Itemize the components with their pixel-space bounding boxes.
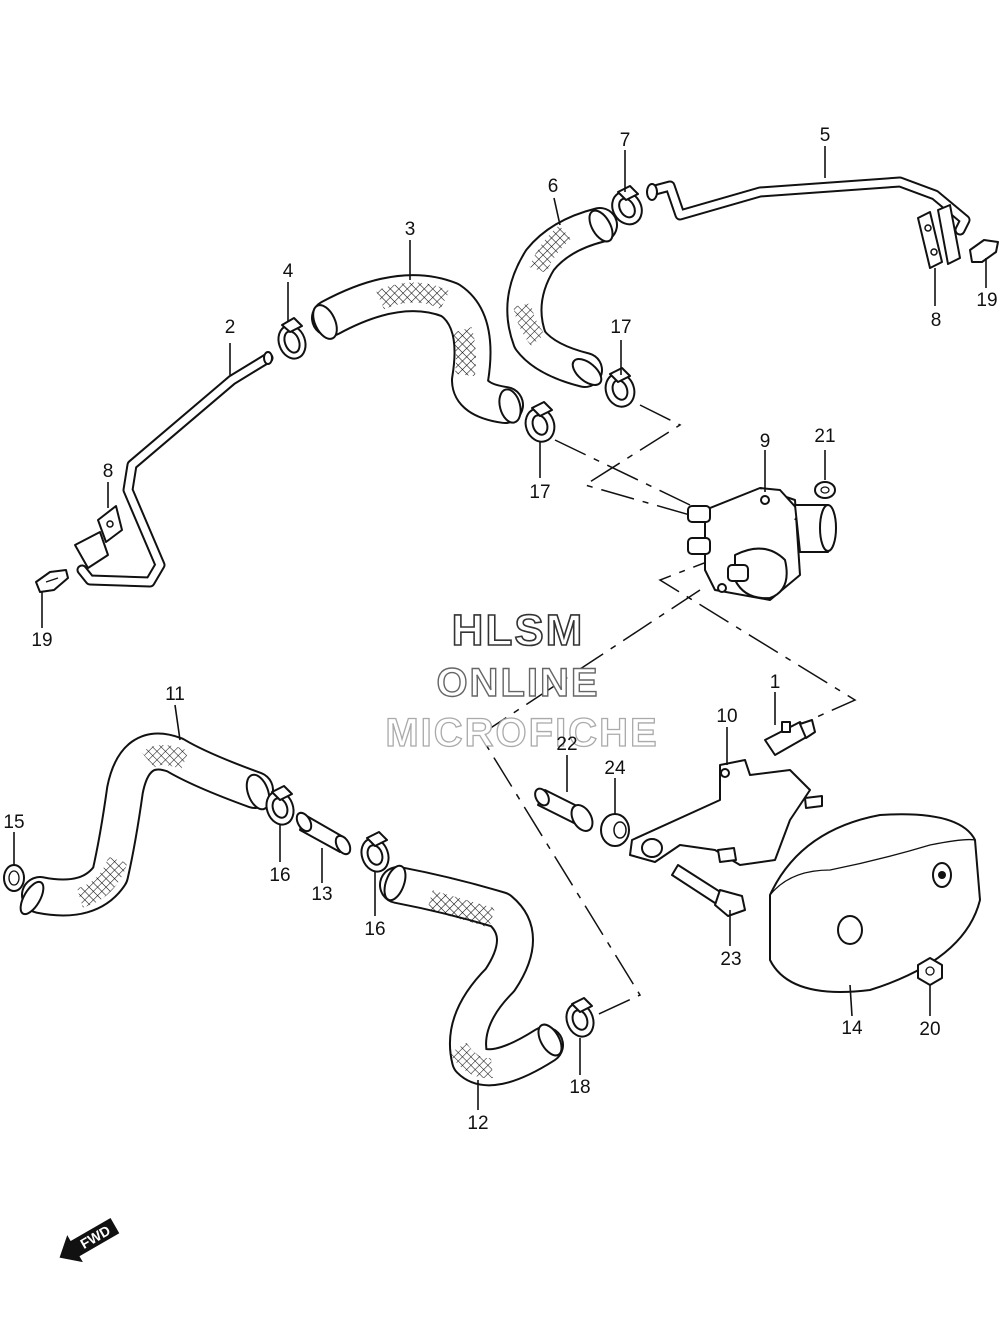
part-8-bracket-right (917, 211, 943, 269)
watermark-line-2: ONLINE (436, 661, 599, 705)
callout-3: 3 (405, 219, 416, 240)
callout-8-right: 8 (931, 310, 942, 331)
watermark-line-1: HLSM (452, 606, 585, 655)
part-16-clamp-right (360, 831, 390, 873)
part-22-collar (534, 787, 594, 832)
part-18-clamp (565, 997, 595, 1038)
callout-24: 24 (604, 758, 626, 779)
part-2-pipe (74, 351, 274, 588)
part-6-hose (506, 207, 618, 388)
part-12-hose (379, 864, 564, 1087)
part-11-hose (19, 732, 274, 917)
callout-5: 5 (820, 125, 831, 146)
part-19-bolt-right (969, 239, 999, 263)
part-15-ring (3, 864, 25, 892)
part-9-valve (687, 487, 837, 601)
part-21-washer (814, 481, 836, 499)
leader-lines (13, 146, 987, 1110)
connection-lines (478, 404, 857, 1019)
part-13-joint (295, 811, 352, 856)
callout-1: 1 (770, 672, 781, 693)
callout-18: 18 (569, 1077, 590, 1098)
callouts: 2 3 4 5 6 7 8 19 8 19 17 17 9 21 11 1 10… (3, 125, 997, 1134)
callout-4: 4 (283, 261, 294, 282)
part-24-grommet (600, 813, 630, 847)
callout-16-right: 16 (364, 919, 385, 940)
part-10-bracket (629, 759, 823, 866)
callout-19-right: 19 (976, 290, 997, 311)
callout-10: 10 (716, 706, 737, 727)
callout-7: 7 (620, 130, 631, 151)
callout-9: 9 (760, 431, 771, 452)
watermark-line-3: MICROFICHE (385, 711, 658, 755)
callout-23: 23 (720, 949, 741, 970)
part-16-clamp-left (265, 785, 295, 826)
callout-20: 20 (919, 1019, 940, 1040)
part-7-clamp (611, 185, 643, 226)
part-3-hose (311, 274, 524, 424)
part-14-canister (769, 813, 981, 993)
callout-14: 14 (841, 1018, 863, 1039)
callout-15: 15 (3, 812, 24, 833)
callout-21: 21 (814, 426, 835, 447)
part-17-clamp-lower (524, 401, 556, 443)
callout-12: 12 (467, 1113, 488, 1134)
callout-6: 6 (548, 176, 559, 197)
callout-16-left: 16 (269, 865, 290, 886)
part-1-sensor (764, 719, 816, 756)
callout-11: 11 (165, 684, 185, 705)
watermark: HLSM ONLINE MICROFICHE (385, 605, 658, 755)
callout-22: 22 (556, 734, 577, 755)
callout-17-upper: 17 (610, 317, 631, 338)
callout-19-left: 19 (31, 630, 52, 651)
callout-2: 2 (225, 317, 236, 338)
part-4-clamp (277, 317, 307, 360)
callout-13: 13 (311, 884, 332, 905)
part-8-bracket-left (97, 505, 123, 543)
callout-8-left: 8 (103, 461, 114, 482)
part-17-clamp-upper (604, 367, 636, 408)
part-23-bolt (671, 864, 746, 917)
part-20-nut (917, 957, 943, 986)
part-19-bolt-left (35, 569, 69, 593)
callout-17-lower: 17 (529, 482, 550, 503)
part-5-pipe (646, 176, 971, 265)
fwd-arrow: FWD (59, 1218, 120, 1263)
